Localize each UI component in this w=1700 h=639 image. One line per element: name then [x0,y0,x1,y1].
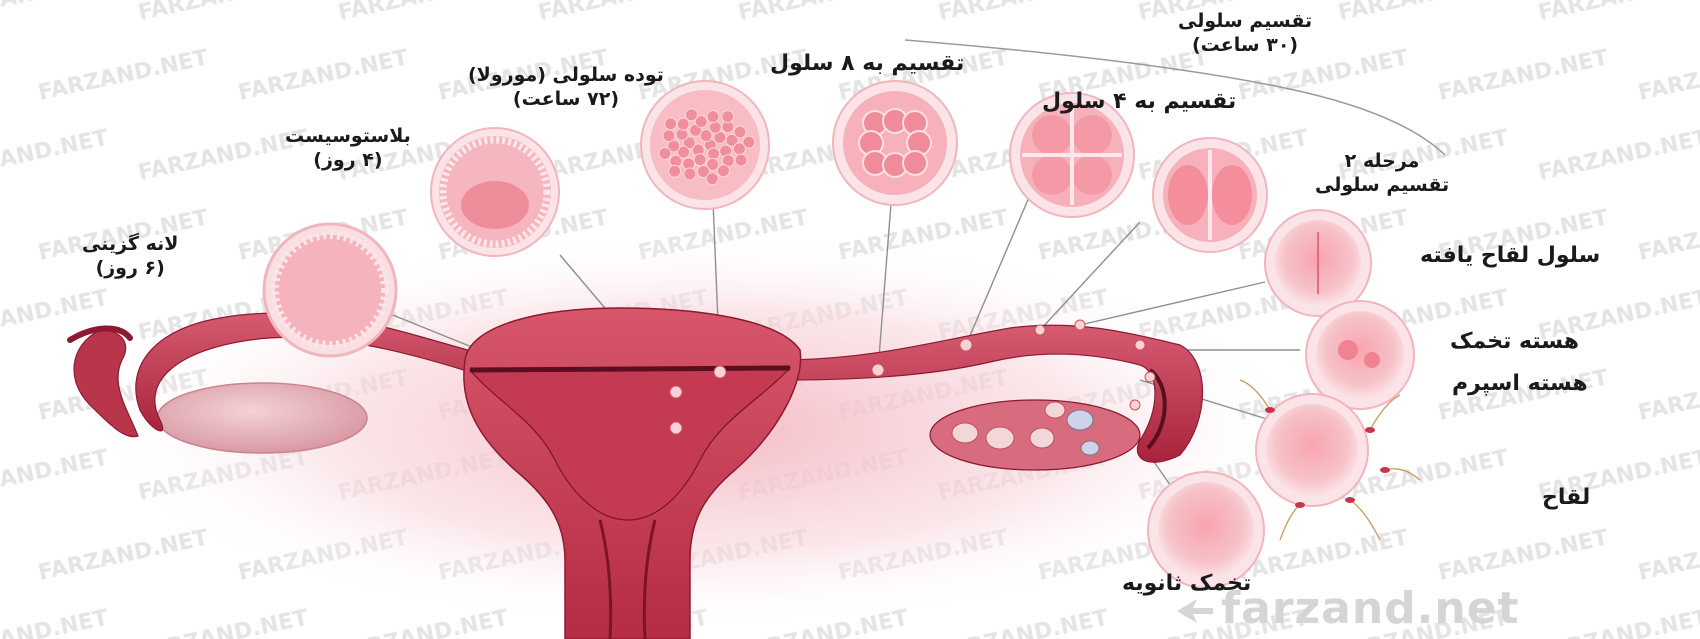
morula-cell [709,121,721,133]
morula-cell [706,173,718,185]
morula-cell [663,130,675,142]
morula-cell [743,136,755,148]
watermark-text: FARZAND.NET [936,0,1110,26]
label-fertilization: لقاح [1542,484,1590,512]
watermark-text: FARZAND.NET [736,0,910,26]
cell-zygote [1265,210,1371,316]
sperm-head [1295,502,1305,508]
cell-nuclei [1306,301,1414,409]
morula-cell [722,111,734,123]
label-zygote: سلول لقاح یافته [1420,242,1600,270]
watermark-text: FARZAND.NET [536,0,710,26]
brand-arrow-icon [1175,596,1215,626]
sperm-head [1365,427,1375,433]
morula-cell [659,147,671,159]
watermark-text: FARZAND.NET [1536,0,1700,26]
label-implantation: لانه گزینی (۶ روز) [82,233,178,281]
morula-cell [734,126,746,138]
morula-cell [684,168,696,180]
watermark-text: FARZAND.NET [0,125,110,185]
label-stage2: مرحله ۲ تقسیم سلولی [1315,150,1449,198]
blastomere [903,151,927,175]
morula-cell [669,165,681,177]
watermark-text: FARZAND.NET [1636,45,1700,105]
watermark-text: FARZAND.NET [1436,525,1610,585]
watermark-text: FARZAND.NET [36,45,210,105]
cell-8-division [833,81,957,205]
sperm-head [1380,467,1390,473]
morula-cell [694,154,706,166]
cell-implantation [264,224,396,356]
ovary [157,383,367,453]
label-division-8: تقسیم به ۸ سلول [770,50,964,78]
watermark-text: FARZAND.NET [236,45,410,105]
watermark-text: FARZAND.NET [1536,605,1700,639]
label-morula: توده سلولی (مورولا) (۷۲ ساعت) [468,64,664,112]
watermark-text: FARZAND.NET [1636,365,1700,425]
label-sperm-nucleus: هسته اسپرم [1452,370,1588,398]
sperm-tail [1280,505,1300,540]
label-division-30h: تقسیم سلولی (۳۰ ساعت) [1178,10,1312,58]
watermark-text: FARZAND.NET [136,0,310,26]
cell-blastocyst [431,128,559,256]
morula-cell [735,154,747,166]
watermark-text: FARZAND.NET [1436,45,1610,105]
label-blastocyst: بلاستوسیست (۴ روز) [285,125,411,173]
sperm-head [1265,407,1275,413]
cell-2-division [1153,138,1267,252]
morula-cell [707,111,719,123]
watermark-text: FARZAND.NET [0,0,110,26]
morula-cell [665,118,677,130]
sperm-head [1345,497,1355,503]
watermark-text: FARZAND.NET [1536,125,1700,185]
watermark-text: FARZAND.NET [1636,525,1700,585]
watermark-text: FARZAND.NET [0,605,110,639]
watermark-text: FARZAND.NET [1636,205,1700,265]
label-division-4: تقسیم به ۴ سلول [1042,88,1236,116]
brand-text: farzand.net [1221,583,1520,634]
watermark-text: FARZAND.NET [1336,0,1510,26]
morula-cell [685,109,697,121]
label-egg-nucleus: هسته تخمک [1450,328,1579,356]
watermark-text: FARZAND.NET [336,0,510,26]
brand-logo: farzand.net [1175,583,1520,634]
watermark-text: FARZAND.NET [136,605,310,639]
morula-cell [717,165,729,177]
